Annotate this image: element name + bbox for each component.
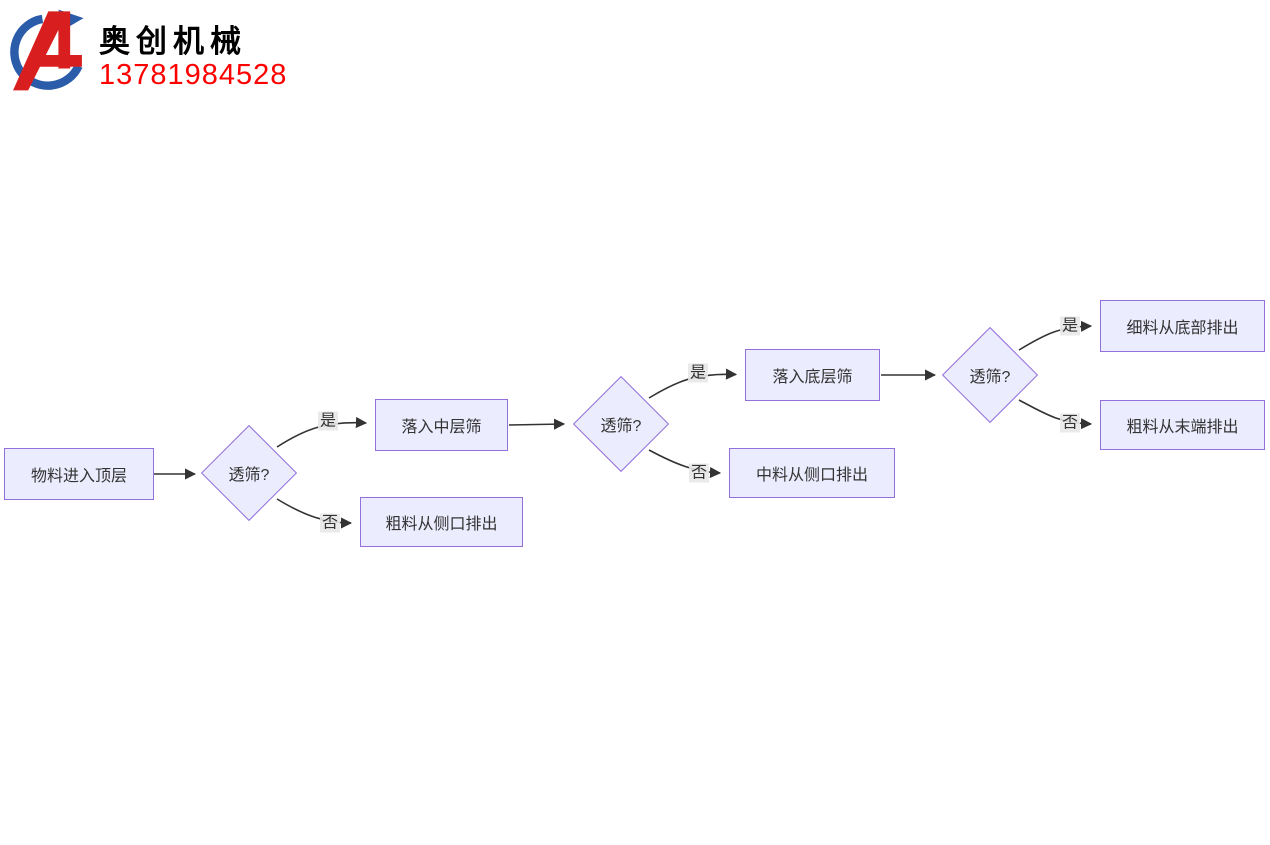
flowchart-node-fine-bottom-outlet: 细料从底部排出 bbox=[1100, 300, 1265, 352]
decision-diamond-3-label: 透筛? bbox=[969, 369, 1011, 386]
flowchart-node-coarse-end-outlet: 粗料从末端排出 bbox=[1100, 400, 1265, 450]
flowchart-node-medium-side-outlet: 中料从侧口排出 bbox=[729, 448, 895, 498]
edge-decision3-yes bbox=[1018, 320, 1093, 351]
edge-label-no-1: 否 bbox=[319, 513, 341, 533]
edge-label-yes-3: 是 bbox=[1059, 316, 1081, 336]
phone-number: 13781984528 bbox=[99, 59, 288, 91]
decision-diamond-1-label: 透筛? bbox=[228, 467, 270, 484]
flowchart-node-material-enters-top: 物料进入顶层 bbox=[4, 448, 154, 500]
flowchart-node-fall-to-middle-screen: 落入中层筛 bbox=[375, 399, 508, 451]
edge-label-no-3: 否 bbox=[1059, 413, 1081, 433]
company-logo-icon bbox=[10, 9, 84, 91]
flowchart-node-fall-to-bottom-screen: 落入底层筛 bbox=[745, 349, 880, 401]
edge-label-yes-1: 是 bbox=[317, 411, 339, 431]
edge-decision3-no bbox=[1018, 399, 1093, 430]
decision-diamond-2-label: 透筛? bbox=[600, 418, 642, 435]
company-name: 奥创机械 bbox=[99, 24, 247, 59]
edge-label-yes-2: 是 bbox=[687, 363, 709, 383]
flowchart-node-coarse-side-outlet: 粗料从侧口排出 bbox=[360, 497, 523, 547]
edge-label-no-2: 否 bbox=[688, 463, 710, 483]
edge-decision2-no bbox=[648, 449, 722, 479]
edge-midscreen-to-decision2 bbox=[508, 418, 566, 430]
